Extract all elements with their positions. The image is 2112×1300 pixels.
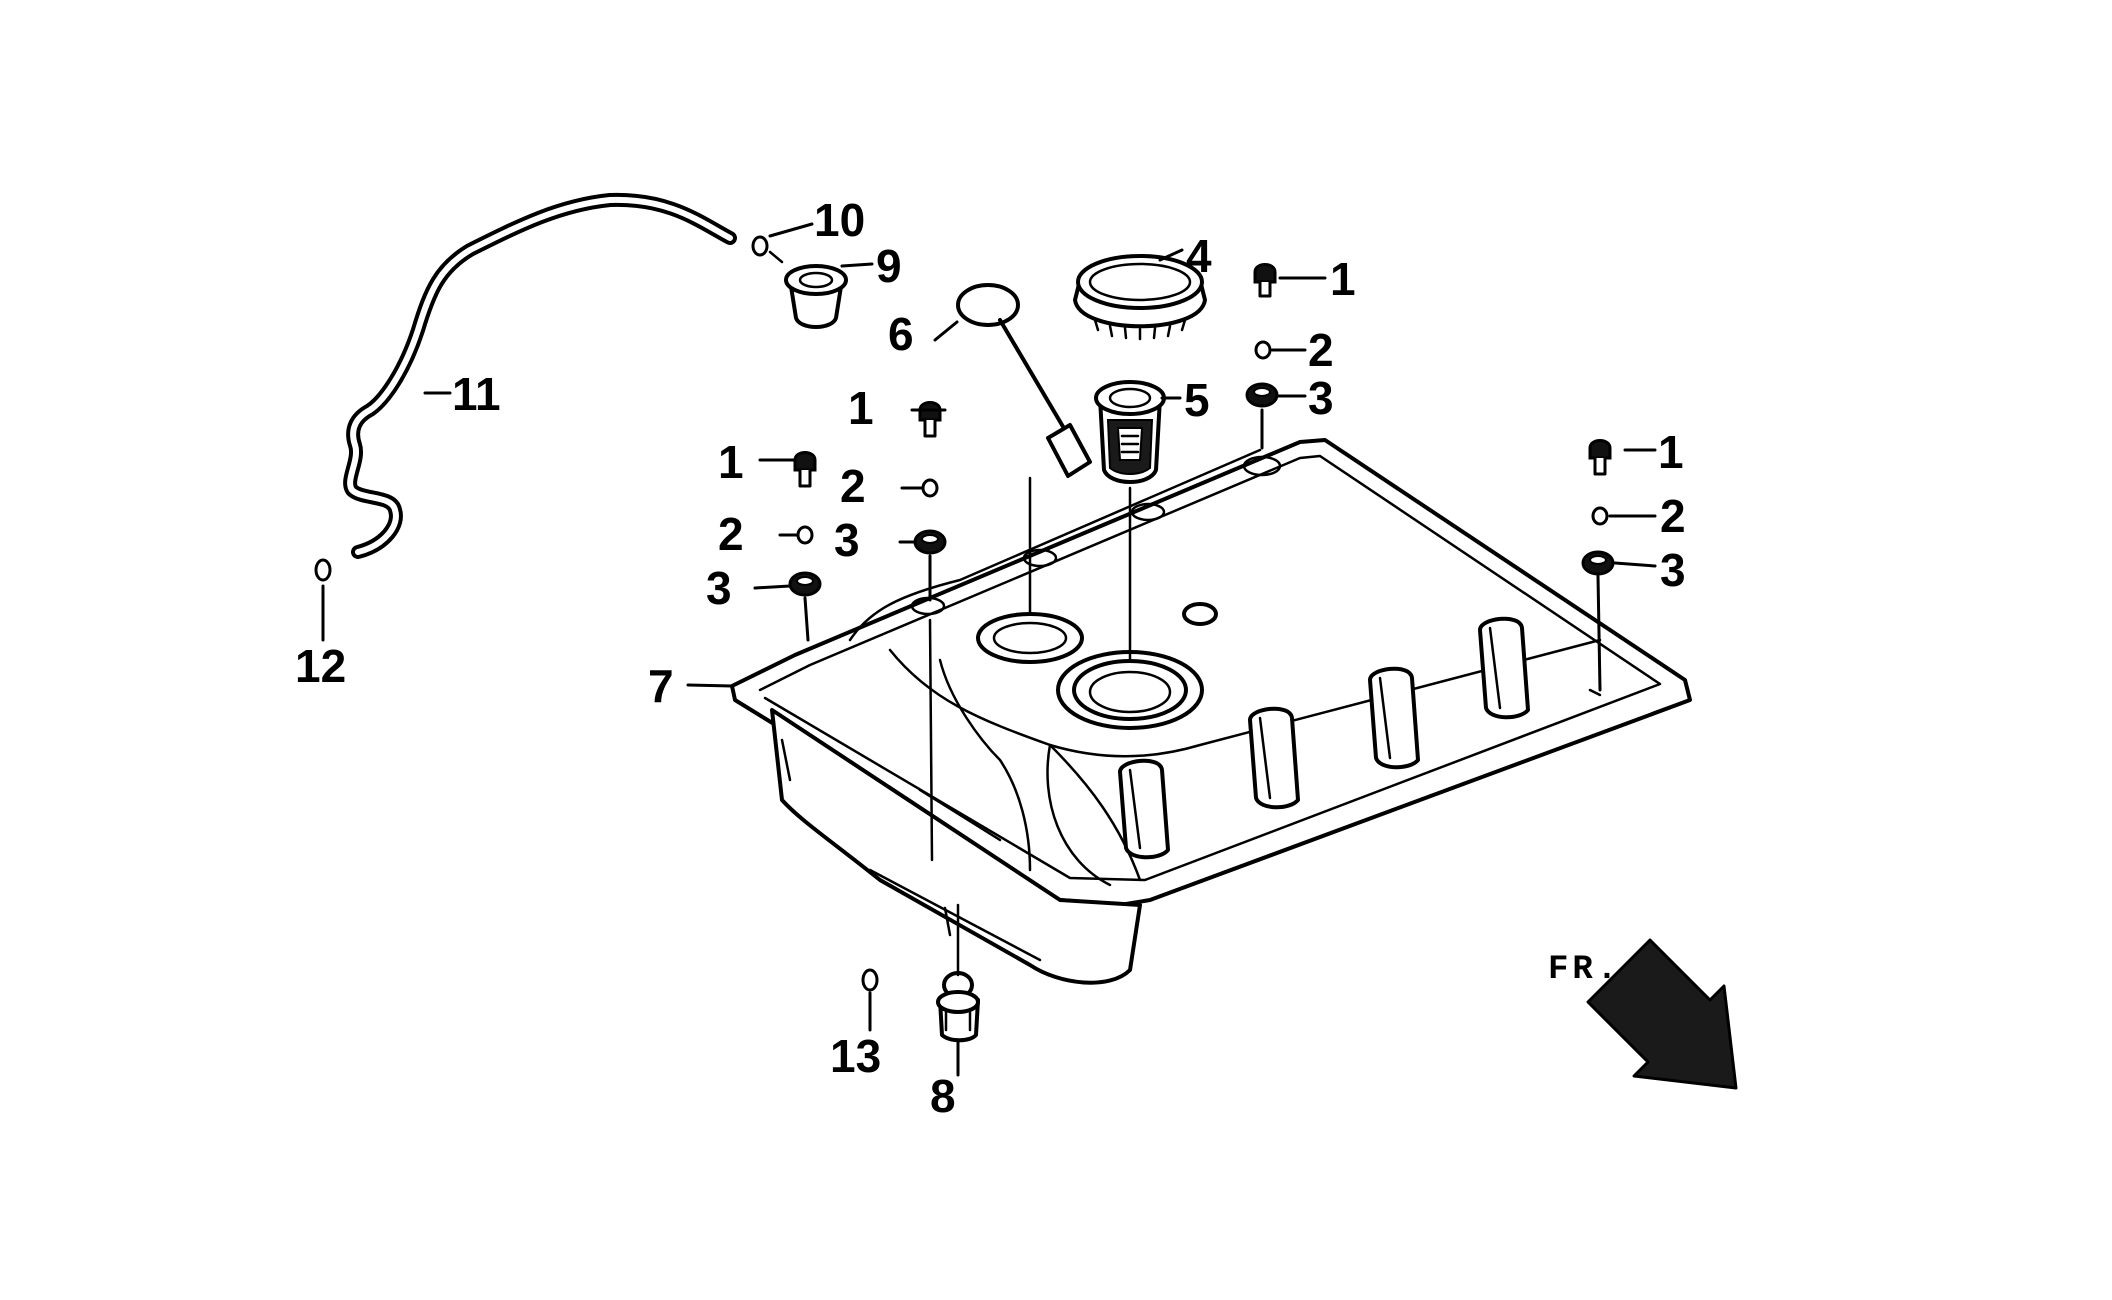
fuel-cap — [1073, 254, 1207, 341]
clip-10 — [751, 235, 769, 257]
callout-7: 7 — [648, 660, 674, 712]
fuel-strainer — [1094, 380, 1166, 484]
clip-12 — [314, 558, 332, 582]
callout-13: 13 — [830, 1030, 881, 1082]
callout-9: 9 — [876, 240, 902, 292]
bolt-set-b — [913, 401, 947, 555]
callout-4: 4 — [1186, 230, 1212, 282]
callout-2: 2 — [1660, 490, 1686, 542]
callout-1: 1 — [718, 436, 744, 488]
breather-tube — [343, 192, 737, 559]
drain-bolt — [936, 971, 980, 1043]
front-direction-indicator: FR. — [1548, 938, 1738, 1090]
callout-10: 10 — [814, 194, 865, 246]
fuel-tank — [730, 438, 1692, 985]
callout-3: 3 — [1308, 372, 1334, 424]
front-arrow-icon — [1586, 938, 1738, 1090]
callout-2: 2 — [840, 460, 866, 512]
callout-2: 2 — [1308, 324, 1334, 376]
breather-cap — [768, 250, 848, 329]
callout-1: 1 — [1658, 426, 1684, 478]
fuel-gauge-sender — [956, 283, 1092, 478]
callout-labels: 10 9 11 12 6 4 5 1 2 3 1 2 3 1 2 3 1 2 3… — [295, 194, 1686, 1122]
callout-2: 2 — [718, 508, 744, 560]
callout-6: 6 — [888, 308, 914, 360]
callout-12: 12 — [295, 640, 346, 692]
callout-3: 3 — [834, 514, 860, 566]
callout-8: 8 — [930, 1070, 956, 1122]
callout-3: 3 — [706, 562, 732, 614]
leader-lines — [321, 222, 1657, 1077]
bolt-set-a — [1245, 263, 1279, 408]
callout-3: 3 — [1660, 544, 1686, 596]
bolt-set-d — [1581, 439, 1615, 576]
callout-11: 11 — [452, 368, 501, 420]
callout-1: 1 — [1330, 253, 1356, 305]
callout-1: 1 — [848, 382, 874, 434]
clip-13 — [861, 968, 879, 992]
bolt-set-c — [788, 451, 822, 597]
callout-5: 5 — [1184, 374, 1210, 426]
